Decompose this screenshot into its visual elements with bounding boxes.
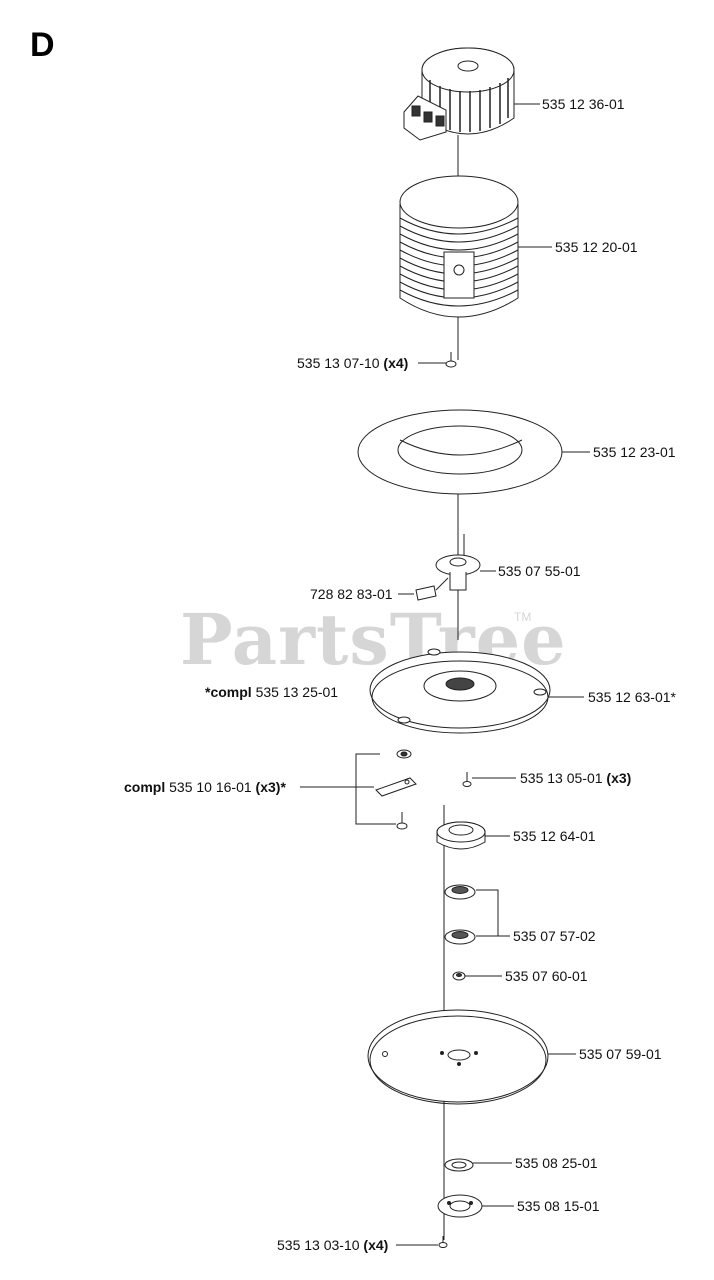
part-number: 535 08 15-01 — [517, 1198, 600, 1214]
part-number: 535 13 03-10 — [277, 1237, 360, 1253]
part-number: 535 07 57-02 — [513, 928, 596, 944]
part-number: 535 07 59-01 — [579, 1046, 662, 1062]
part-number: 535 08 25-01 — [515, 1155, 598, 1171]
screw-535-13-03-10 — [438, 1236, 448, 1248]
part-number: 535 07 60-01 — [505, 968, 588, 984]
part-label-bearing-housing: 535 12 64-01 — [513, 828, 596, 844]
part-label-washer: 535 08 25-01 — [515, 1155, 598, 1171]
part-number: 535 12 20-01 — [555, 239, 638, 255]
part-number: 535 12 23-01 — [593, 444, 676, 460]
motor-part — [403, 47, 515, 141]
lower-disc-part — [367, 1009, 549, 1105]
set-screw-part — [398, 577, 449, 601]
part-label-screw-x4-lower: 535 13 03-10 (x4) — [277, 1237, 388, 1253]
part-label-screw-x4-upper: 535 13 07-10 (x4) — [297, 355, 408, 371]
part-label-housing: 535 12 20-01 — [555, 239, 638, 255]
washer-part — [444, 1158, 474, 1172]
bearing-pair-part — [444, 884, 499, 945]
part-number: 535 07 55-01 — [498, 563, 581, 579]
screw-535-13-07-10 — [445, 352, 457, 368]
part-number: 535 12 36-01 — [542, 96, 625, 112]
part-label-cap: 535 08 15-01 — [517, 1198, 600, 1214]
part-label-set-screw: 728 82 83-01 — [310, 586, 393, 602]
part-number: 535 13 25-01 — [255, 684, 339, 700]
screw-535-13-05-01 — [462, 772, 472, 787]
part-number: 535 12 64-01 — [513, 828, 596, 844]
part-quantity: (x4) — [363, 1237, 389, 1253]
part-quantity: (x3) — [606, 770, 632, 786]
cap-part — [437, 1194, 483, 1218]
part-label-lower-disc: 535 07 59-01 — [579, 1046, 662, 1062]
part-label-disc-plate: 535 12 63-01* — [588, 689, 676, 705]
part-quantity: (x3)* — [255, 779, 286, 795]
blade-assembly-part — [300, 749, 417, 830]
part-quantity: (x4) — [383, 355, 409, 371]
cylinder-housing-part — [399, 175, 519, 318]
part-prefix: *compl — [205, 684, 252, 700]
part-label-bearings: 535 07 57-02 — [513, 928, 596, 944]
part-number: 535 10 16-01 — [169, 779, 252, 795]
part-label-guard-ring: 535 12 23-01 — [593, 444, 676, 460]
part-label-motor: 535 12 36-01 — [542, 96, 625, 112]
part-label-nut: 535 07 60-01 — [505, 968, 588, 984]
bearing-housing-part — [436, 821, 486, 850]
part-number: 535 13 07-10 — [297, 355, 380, 371]
cutting-disc-plate-part — [369, 648, 551, 734]
part-label-compl-assembly: *compl 535 13 25-01 — [205, 684, 338, 700]
part-prefix: compl — [124, 779, 166, 795]
guard-ring-part — [357, 409, 563, 495]
part-label-blade-compl: compl 535 10 16-01 (x3)* — [124, 779, 286, 795]
hub-part — [435, 534, 481, 591]
part-number: 535 13 05-01 — [520, 770, 603, 786]
part-number: 728 82 83-01 — [310, 586, 393, 602]
part-number: 535 12 63-01* — [588, 689, 676, 705]
part-label-hub: 535 07 55-01 — [498, 563, 581, 579]
section-letter: D — [30, 26, 55, 64]
leader-lines — [396, 103, 590, 1246]
watermark-trademark: TM — [514, 610, 532, 624]
nut-part — [452, 971, 466, 981]
part-label-screw-x3: 535 13 05-01 (x3) — [520, 770, 631, 786]
